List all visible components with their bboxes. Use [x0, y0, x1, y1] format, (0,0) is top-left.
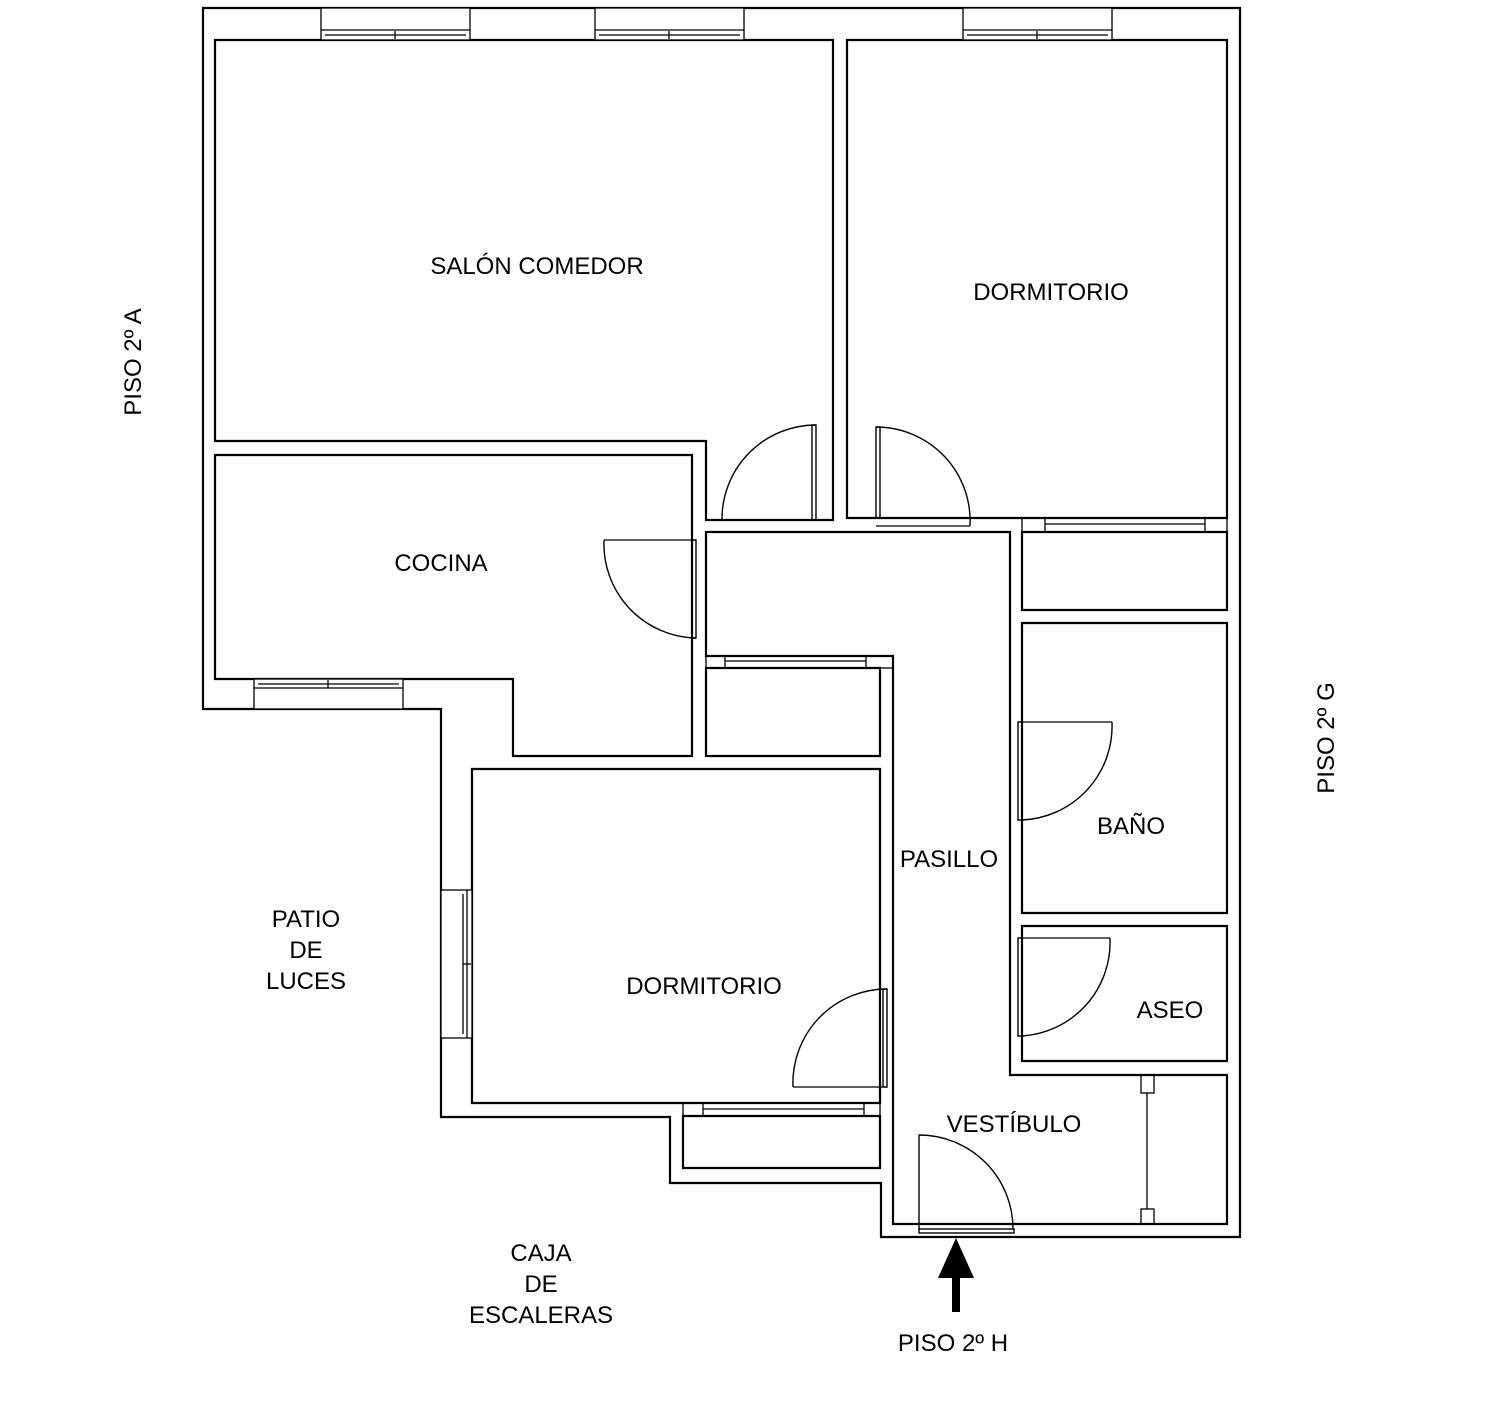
window-top-2 — [594, 7, 745, 41]
aseo-outline — [1020, 924, 1229, 1063]
window-cocina — [253, 678, 404, 710]
window-top-3 — [962, 7, 1113, 41]
label-piso-h: PISO 2º H — [898, 1330, 1008, 1357]
room-outlines — [213, 38, 1229, 1226]
label-vestibulo: VESTÍBULO — [947, 1111, 1082, 1138]
door-aseo — [1017, 937, 1111, 1037]
dormitorio-2-outline — [470, 767, 882, 1105]
salon-outline — [213, 38, 835, 522]
entrance-arrow-icon — [938, 1238, 974, 1312]
label-dormitorio-2: DORMITORIO — [626, 973, 782, 1000]
door-entrance — [918, 1134, 1015, 1234]
room-labels: SALÓN COMEDOR DORMITORIO COCINA PASILLO … — [394, 253, 1203, 1138]
closet-2-outline — [704, 666, 882, 758]
label-caja-line-2: DE — [524, 1271, 557, 1298]
door-dormitorio-2 — [792, 988, 888, 1088]
door-salon — [721, 424, 817, 521]
label-patio-line-2: DE — [289, 937, 322, 964]
label-salon: SALÓN COMEDOR — [430, 253, 643, 280]
closet-3-outline — [681, 1114, 882, 1170]
closet-1-outline — [1020, 530, 1229, 612]
label-pasillo: PASILLO — [900, 846, 998, 873]
door-bano — [1017, 721, 1113, 821]
window-top-1 — [320, 7, 471, 41]
door-cocina — [603, 539, 697, 639]
doors — [603, 424, 1113, 1234]
label-dormitorio-1: DORMITORIO — [973, 279, 1129, 306]
label-cocina: COCINA — [394, 550, 487, 577]
label-patio-line-1: PATIO — [272, 906, 340, 933]
pasillo-outline — [704, 530, 1229, 1226]
cocina-outline — [213, 453, 694, 758]
openings — [682, 517, 1228, 1225]
label-piso-g: PISO 2º G — [1313, 682, 1340, 793]
windows — [253, 7, 1113, 1039]
label-caja-line-3: ESCALERAS — [469, 1302, 613, 1329]
bano-outline — [1020, 621, 1229, 915]
window-dormitorio-2 — [440, 889, 473, 1039]
surrounding-labels: PISO 2º A PISO 2º G PISO 2º H PATIO DE L… — [120, 308, 1340, 1357]
label-piso-a: PISO 2º A — [120, 308, 147, 415]
label-aseo: ASEO — [1137, 997, 1204, 1024]
label-caja-line-1: CAJA — [510, 1240, 571, 1267]
label-patio-line-3: LUCES — [266, 968, 346, 995]
door-dormitorio-1 — [875, 426, 971, 527]
label-bano: BAÑO — [1097, 813, 1165, 840]
